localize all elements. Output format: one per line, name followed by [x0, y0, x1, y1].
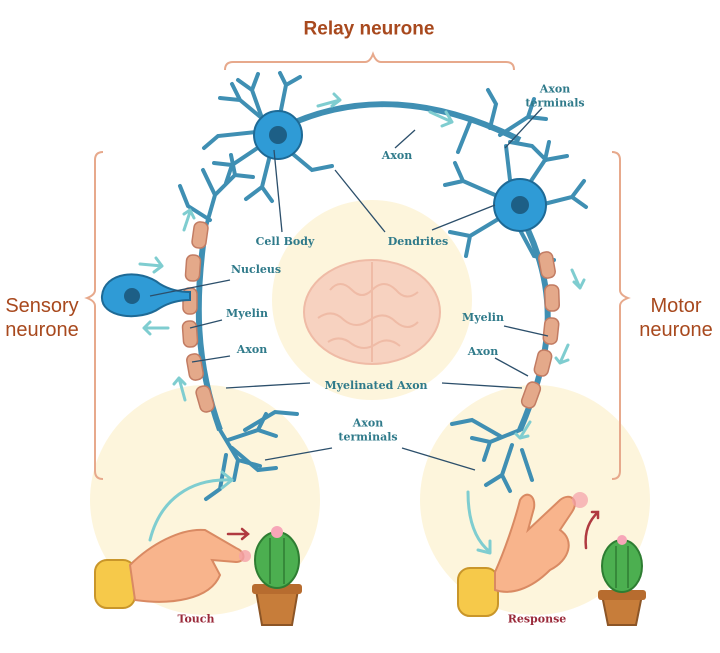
background-glow-right — [420, 385, 650, 615]
relay-neurone-title: Relay neurone — [303, 18, 435, 40]
cactus-left-icon — [252, 526, 302, 626]
label-axon-left: Axon — [236, 343, 268, 357]
sensory-neurone-label: Sensory neurone — [5, 295, 79, 341]
leader-lines — [149, 107, 549, 471]
motor-nucleus — [511, 196, 529, 214]
label-axon-right: Axon — [467, 345, 499, 359]
label-myelinated-axon: Myelinated Axon — [324, 379, 428, 393]
sensory-cell-body — [100, 273, 191, 318]
bracket-sensory — [84, 151, 104, 480]
label-axon-terminals-bottom: Axon terminals — [338, 416, 398, 443]
caption-response: Response — [507, 612, 567, 626]
touch-arrow — [226, 527, 250, 541]
label-dendrites: Dendrites — [387, 235, 449, 249]
label-axon-top: Axon — [381, 149, 413, 163]
sensory-axon-terminals-bottom — [204, 409, 299, 501]
motor-axon-terminals — [450, 417, 534, 493]
relay-nucleus — [269, 126, 287, 144]
label-cell-body: Cell Body — [255, 235, 315, 249]
label-nucleus: Nucleus — [230, 263, 282, 277]
motor-neurone-label: Motor neurone — [639, 295, 713, 341]
motor-dendrites — [443, 140, 588, 262]
label-axon-terminals-top: Axon terminals — [525, 82, 585, 109]
touching-hand-icon — [94, 528, 251, 609]
motor-cell-body — [493, 178, 547, 232]
relay-axon-terminals — [456, 88, 548, 162]
label-myelin-left: Myelin — [226, 307, 268, 321]
response-hand-icon — [457, 492, 588, 617]
relay-cell-body — [253, 110, 303, 160]
bracket-motor — [611, 151, 631, 480]
myelin-segments-right — [520, 251, 560, 409]
flow-arrows — [138, 92, 586, 555]
brain-icon — [303, 259, 441, 365]
relay-axon — [280, 101, 522, 143]
cactus-right-icon — [598, 535, 646, 626]
bracket-relay — [224, 51, 515, 71]
response-arrow — [584, 510, 600, 550]
label-myelin-right: Myelin — [462, 311, 504, 325]
caption-touch: Touch — [177, 612, 215, 626]
myelin-segments-left — [181, 221, 215, 413]
relay-dendrites — [202, 71, 334, 203]
sensory-axon-terminals-top — [178, 153, 255, 232]
sensory-nucleus — [124, 288, 140, 304]
